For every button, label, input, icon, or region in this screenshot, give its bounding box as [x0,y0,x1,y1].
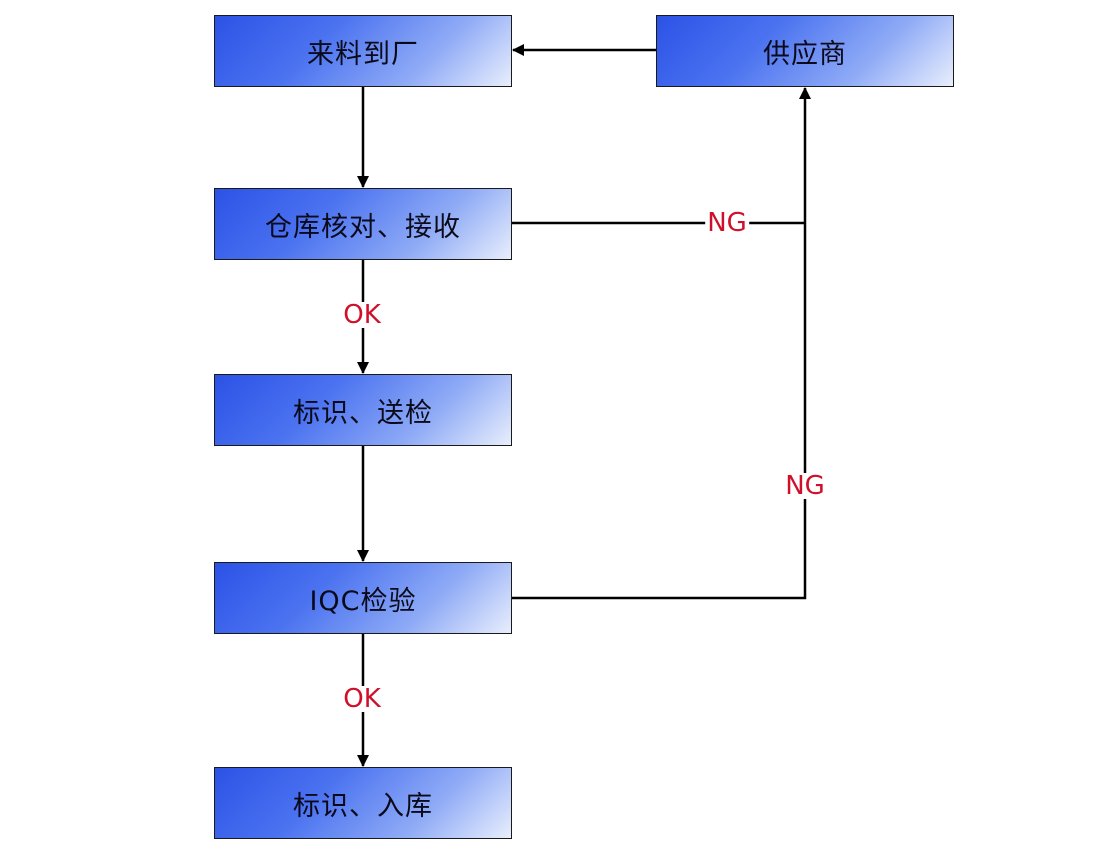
node-iqc: IQC检验 [214,562,512,634]
node-supplier: 供应商 [656,15,954,87]
arrow-iqc-ng-to-supplier [511,87,811,600]
node-arrival: 来料到厂 [214,15,512,87]
label-iqc-ok: OK [341,684,383,714]
label-warehouse-ng: NG [705,208,749,238]
node-mark-store: 标识、入库 [214,767,512,839]
node-warehouse-check: 仓库核对、接收 [214,188,512,260]
label-iqc-ng: NG [783,471,827,501]
label-warehouse-ok: OK [341,300,383,330]
node-mark-inspect: 标识、送检 [214,374,512,446]
